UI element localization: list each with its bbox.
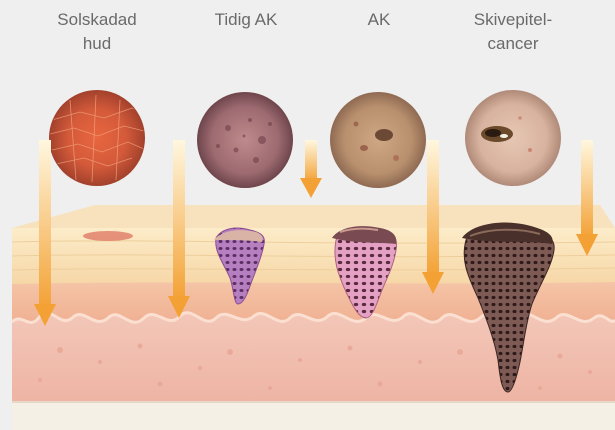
sun-damage-patch (83, 231, 133, 241)
down-arrow-icon (300, 140, 322, 198)
photo-early-ak (197, 92, 293, 188)
photo-sun-damaged-skin (49, 90, 150, 186)
down-arrow-icon (576, 140, 598, 256)
photo-squamous-cell-carcinoma (465, 90, 561, 186)
skin-base (12, 402, 615, 430)
photo-ak (330, 92, 426, 188)
